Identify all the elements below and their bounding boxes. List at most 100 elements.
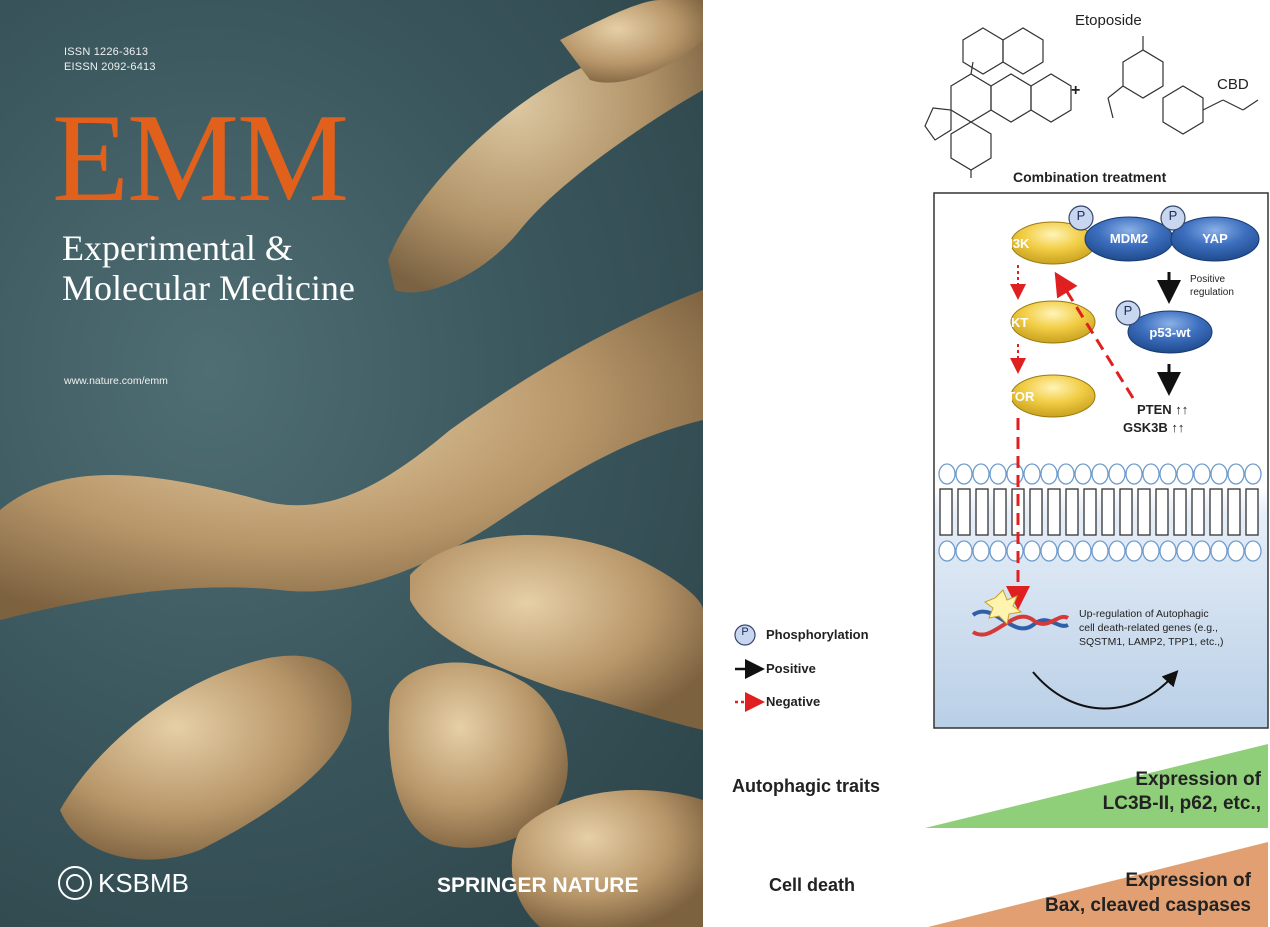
membrane-lipid-head [1125, 540, 1143, 562]
cell-box [933, 192, 1269, 729]
membrane-lipid-head [1057, 463, 1075, 485]
autophagic-expression-line2: LC3B-II, p62, etc., [1102, 793, 1261, 814]
phospho-p53-icon [1115, 300, 1141, 326]
membrane-lipid-head [1193, 463, 1211, 485]
p53-label: p53-wt [1149, 325, 1191, 340]
mechanism-diagram: Etoposide + CBD Combination treatment PI… [703, 0, 1270, 927]
membrane-lipid-head [1244, 540, 1262, 562]
membrane-channel [1101, 488, 1115, 536]
membrane-lipid-head [1108, 540, 1126, 562]
legend-phospho-icon [734, 624, 756, 646]
gsk3b-label: GSK3B ↑↑ [1123, 420, 1185, 435]
membrane-lipid-head [1210, 540, 1228, 562]
phospho-yap-icon [1160, 205, 1186, 231]
legend-negative: Negative [766, 694, 821, 709]
autophagic-expression-line1: Expression of [1135, 769, 1261, 790]
upregulation-line3: SQSTM1, LAMP2, TPP1, etc.,) [1079, 636, 1224, 648]
diagram-graphics [734, 27, 1269, 927]
chromosome-micrograph [0, 0, 703, 927]
celldeath-expression-line1: Expression of [1125, 870, 1251, 891]
membrane-lipid-head [972, 540, 990, 562]
drug2-label: CBD [1217, 76, 1249, 93]
autophagic-expression: Expression of LC3B-II, p62, etc., [1043, 768, 1261, 816]
journal-logo: EMM [52, 89, 349, 228]
celldeath-expression-line2: Bax, cleaved caspases [1045, 895, 1251, 916]
journal-title-line1: Experimental & [62, 228, 293, 268]
membrane-lipid-head [1125, 463, 1143, 485]
etoposide-structure [924, 27, 1072, 178]
membrane-lipid-head [1193, 540, 1211, 562]
legend-phosphorylation: Phosphorylation [766, 627, 869, 642]
publisher-logo: SPRINGER NATURE [437, 874, 639, 897]
membrane-channel [1083, 488, 1097, 536]
phospho-mdm2-label: P [1076, 208, 1086, 223]
upregulation-line2: cell death-related genes (e.g., [1079, 622, 1218, 634]
mdm2-label: MDM2 [1109, 231, 1149, 246]
membrane-lipid-head [1159, 540, 1177, 562]
positive-regulation-label: Positive regulation [1190, 273, 1234, 299]
membrane-channel [1029, 488, 1043, 536]
membrane-lipid-head [1142, 463, 1160, 485]
phospho-yap-label: P [1168, 208, 1178, 223]
membrane-lipid-head [989, 463, 1007, 485]
membrane-lipid-head [1244, 463, 1262, 485]
membrane-lipid-head [972, 463, 990, 485]
membrane-lipid-head [1006, 463, 1024, 485]
membrane-lipid-head [1040, 463, 1058, 485]
society-name: KSBMB [98, 867, 190, 898]
membrane-lipid-head [1210, 463, 1228, 485]
pten-pi3k-inhibition-arrow [1054, 271, 1135, 399]
akt-node [1010, 300, 1096, 344]
membrane-lipid-head [1074, 463, 1092, 485]
membrane-lipid-head [955, 540, 973, 562]
membrane-lipid-head [1040, 540, 1058, 562]
membrane-lipid-head [1176, 463, 1194, 485]
membrane-lipid-head [989, 540, 1007, 562]
membrane-channel [1119, 488, 1133, 536]
dna-damage-icon [983, 589, 1023, 626]
issn: ISSN 1226-3613 [64, 46, 149, 58]
upregulation-line1: Up-regulation of Autophagic [1079, 608, 1209, 620]
membrane-lipid-head [1006, 540, 1024, 562]
mtor-node [1010, 374, 1096, 418]
membrane-channel [1047, 488, 1061, 536]
membrane-channel [1191, 488, 1205, 536]
membrane-channel [1065, 488, 1079, 536]
autophagic-wedge [925, 744, 1268, 828]
drug1-label: Etoposide [1075, 12, 1142, 29]
cell-death-label: Cell death [769, 875, 856, 895]
membrane-lipid-head [1091, 540, 1109, 562]
mtor-label: mTOR [995, 389, 1035, 404]
membrane-channel [1137, 488, 1151, 536]
journal-cover: ISSN 1226-3613 EISSN 2092-6413 EMM Exper… [0, 0, 703, 927]
combination-title: Combination treatment [1013, 169, 1167, 185]
society-seal-icon [58, 866, 92, 900]
membrane-lipid-head [1023, 540, 1041, 562]
membrane-lipid-head [1142, 540, 1160, 562]
membrane-channel [939, 488, 953, 536]
upregulation-text: Up-regulation of Autophagic cell death-r… [1079, 607, 1224, 649]
autophagic-traits-label: Autophagic traits [732, 776, 881, 796]
membrane-lipid-head [1108, 463, 1126, 485]
membrane-lipid-head [938, 540, 956, 562]
yap-node [1170, 216, 1260, 262]
membrane-channel [1155, 488, 1169, 536]
yap-label: YAP [1202, 231, 1228, 246]
phospho-p53-label: P [1123, 303, 1133, 318]
membrane-lipid-head [1091, 463, 1109, 485]
membrane-lipid-head [1074, 540, 1092, 562]
plus-sign: + [1071, 82, 1081, 99]
membrane-lipid-head [1227, 463, 1245, 485]
p53-node [1127, 310, 1213, 354]
membrane-channels [939, 488, 1259, 536]
membrane-channel [1173, 488, 1187, 536]
dna-helix-icon [971, 589, 1070, 637]
journal-title-line2: Molecular Medicine [62, 268, 355, 309]
legend-positive: Positive [766, 661, 816, 676]
celldeath-expression: Expression of Bax, cleaved caspases [1003, 868, 1251, 918]
membrane-lipid-head [1227, 540, 1245, 562]
membrane-lipid-head [1159, 463, 1177, 485]
membrane-channel [975, 488, 989, 536]
journal-url: www.nature.com/emm [64, 375, 168, 387]
membrane-channel [1245, 488, 1259, 536]
